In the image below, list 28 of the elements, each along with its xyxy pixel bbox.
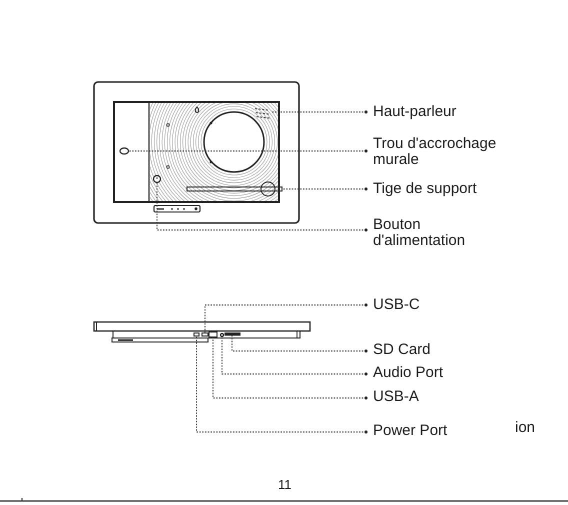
leader-line xyxy=(232,334,368,352)
callout-label: SD Card xyxy=(366,342,431,358)
leader-line xyxy=(204,304,368,334)
usb-a-port xyxy=(208,332,218,338)
power-port xyxy=(194,332,200,336)
callout-label: Haut-parleur xyxy=(366,104,456,120)
leader-line xyxy=(282,188,368,190)
leader-line xyxy=(156,182,368,232)
callout-label: Tige de support xyxy=(366,181,477,197)
leader-line xyxy=(212,336,368,400)
callout-label: Power Port xyxy=(366,423,448,439)
page-number: 11 xyxy=(278,477,292,493)
leader-line xyxy=(196,336,368,434)
speaker-grille xyxy=(254,108,270,119)
leader-line xyxy=(128,150,368,152)
callout-label: Audio Port xyxy=(366,365,444,381)
callout-label: Bouton d'alimentation xyxy=(366,217,483,249)
audio-port xyxy=(220,332,224,338)
callout-label: USB-A xyxy=(366,389,419,405)
wall-mount-hole xyxy=(119,147,130,155)
leader-line xyxy=(222,336,368,376)
callout-label: USB-C xyxy=(366,297,420,313)
callout-label: Trou d'accrochage murale xyxy=(366,136,513,168)
power-button xyxy=(152,174,162,184)
sd-card-slot xyxy=(224,332,240,336)
usb-c-port xyxy=(202,332,208,336)
cropped-text: ion xyxy=(515,420,536,436)
stand xyxy=(186,182,282,196)
